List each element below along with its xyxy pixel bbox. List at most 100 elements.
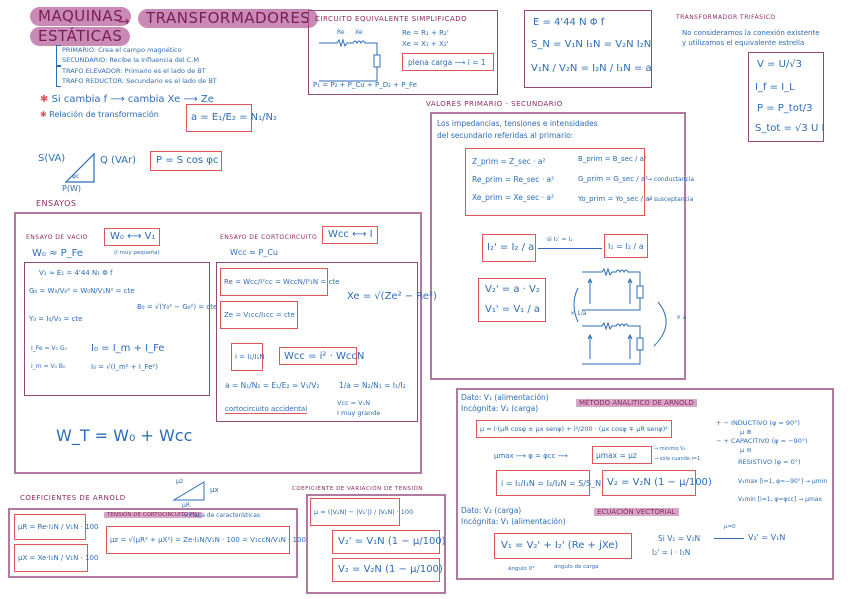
susceptancia-label: → susceptancia xyxy=(647,196,694,203)
total-power: W_T = W₀ + Wcc xyxy=(56,426,193,445)
variacion-panel: μ = (|V₂N| − |V₂'|) / |V₂N| · 100 V₂' = … xyxy=(306,494,446,594)
xe-formula: Xe = X₁ + X₂' xyxy=(402,40,449,48)
incognita1: Incógnita: V₂ (carga) xyxy=(461,404,539,413)
xe-formula: Xe = √(Ze² − Re²) xyxy=(347,291,437,302)
power-triangle-icon xyxy=(64,152,95,183)
minimo-label: → mínimo V₂ xyxy=(654,446,686,452)
ux-label: μx xyxy=(210,486,219,494)
incognita2: Incógnita: V₁ (alimentación) xyxy=(461,517,566,526)
referred-circuit-diagram-icon xyxy=(573,267,667,365)
umax-line: μmax ⟶ φ = φcc ⟶ xyxy=(494,452,568,460)
title-transformadores: TRANSFORMADORES xyxy=(138,9,319,28)
mu-formula: μ = i·(μR cosφ ± μx senφ) + i²/200 · (μx… xyxy=(480,425,668,433)
basic-equations-panel: E = 4'44 N Φ f S_N = V₁N I₁N = V₂N I₂N V… xyxy=(524,10,652,88)
w0-approx: W₀ ≈ P_Fe xyxy=(32,248,84,259)
trifasico-note: y utilizamos el equivalente estrella xyxy=(682,39,805,47)
ratio-formula: a = E₁/E₂ = N₁/N₂ xyxy=(191,112,277,123)
arnold-panel: μR = Re·I₁N / V₁N · 100 μX = Xe·I₁N / V₁… xyxy=(8,508,306,578)
si-label: si I₂' = I₁ xyxy=(547,236,573,243)
i-ratio-formula: i = I₁/I₁N = I₂/I₂N = S/S_N xyxy=(501,479,602,488)
arrow-line xyxy=(538,248,602,249)
bracket xyxy=(56,45,61,66)
bracket xyxy=(56,66,61,87)
trifasico-panel: V = U/√3 I_f = I_L P = P_tot/3 S_tot = √… xyxy=(748,52,824,142)
si-line: Si V₁ = V₁N xyxy=(658,534,701,543)
p-label: P(W) xyxy=(62,184,81,193)
uz-label: μz xyxy=(176,478,183,485)
v2-formula-box: V₂ = V₂N (1 − μ/100) xyxy=(602,470,712,496)
power-sum: P₁ = P₂ + P_Cu + P_D₂ + P_Fe xyxy=(313,81,417,89)
xa-label: × a xyxy=(676,314,687,321)
solo-label: → sólo cuando i=1 xyxy=(654,456,701,462)
power-formula: P = S cos φc xyxy=(156,155,219,166)
valores-panel: Los impedancias, tensiones e intensidade… xyxy=(430,112,694,380)
conductancia-label: → conductancia xyxy=(647,176,695,183)
intro-line: TRAFO REDUCTOR: Secundario es el lado de… xyxy=(62,77,217,85)
bprim: B_prim = B_sec / a² xyxy=(578,155,647,163)
ratio-formula: V₁N / V₂N = I₂N / I₁N = a xyxy=(531,63,652,74)
v2p-formula: V₂' = a · V₂ xyxy=(485,284,540,295)
vacio-title: ENSAYO DE VACIO xyxy=(26,234,89,241)
title-maquinas: MAQUINAS xyxy=(30,7,132,26)
valores-desc: del secundario referidas al primario: xyxy=(437,131,574,140)
ensayos-panel: ENSAYO DE VACIO W₀ ⟷ V₁ W₀ ≈ P_Fe (I muy… xyxy=(14,212,437,474)
ur-label: μR xyxy=(182,502,190,509)
wcc-approx: Wcc ≈ P_Cu xyxy=(230,248,278,257)
trifasico-heading: TRANSFORMADOR TRIFÁSICO xyxy=(676,14,776,21)
capacitivo-label: − + CAPACITIVO (φ = −90°) xyxy=(716,437,808,445)
re-formula: Re = Wcc/I²cc = WccN/I²₁N = cte xyxy=(224,278,340,286)
ze-box: Ze = V₁cc/I₁cc = cte xyxy=(220,301,298,329)
sn-formula: S_N = V₁N I₁N = V₂N I₂N xyxy=(531,39,652,50)
uz-box: μz = √(μR² + μX²) = Ze·I₁N/V₁N · 100 = V… xyxy=(106,526,306,554)
trifasico-formula: I_f = I_L xyxy=(755,82,795,93)
vacio-note: (I muy pequeña) xyxy=(114,250,160,256)
ratio-formula-box: a = E₁/E₂ = N₁/N₂ xyxy=(186,104,277,132)
wcc-formula: Wcc = i² · WccN xyxy=(284,351,365,362)
cortocircuito-relation: Wcc ⟷ I xyxy=(328,229,373,240)
v1p-formula: V₁' = V₁ / a xyxy=(485,304,541,315)
metodo-title: MÉTODO ANALITICO DE ARNOLD xyxy=(576,399,697,407)
i2p-formula: I₂' = I₂ / a xyxy=(487,242,535,253)
circuito-heading: CIRCUITO EQUIVALENTE SIMPLIFICADO xyxy=(315,15,468,23)
i2p-box: I₂' = I₂ / a xyxy=(482,234,536,262)
s-label: S(VA) xyxy=(38,153,66,164)
variacion-heading: COEFICIENTE DE VARIACIÓN DE TENSIÓN xyxy=(292,486,423,492)
v2min-label: V₂min [i=1, φ=φcc] → μmax xyxy=(738,496,823,503)
v2-formula: V₂ = V₂N (1 − μ/100) xyxy=(338,564,443,575)
reprim: Re_prim = Re_sec · a² xyxy=(472,175,555,184)
trifasico-formula: S_tot = √3 U I xyxy=(755,123,825,134)
inductivo-sign: μ ⊕ xyxy=(740,428,752,436)
q-label: Q (VAr) xyxy=(100,155,137,166)
metodo-panel: Dato: V₁ (alimentación) Incógnita: V₂ (c… xyxy=(456,388,834,580)
xeprim: Xe_prim = Xe_sec · a² xyxy=(472,193,555,202)
cortocircuito-box: Wcc ⟷ I xyxy=(322,226,378,244)
v2max-label: V₂max [i=1, φ=−90°] → μmin xyxy=(738,478,828,485)
ux-box: μX = Xe·I₁N / V₁N · 100 xyxy=(14,544,98,572)
i-ratio-box: i = I₁/I₁N = I₂/I₂N = S/S_N xyxy=(496,470,601,496)
mu0-label: μ=0 xyxy=(724,524,736,530)
xe-label: Xe xyxy=(355,29,363,36)
vacio-line: I_m = V₀ B₀ xyxy=(31,363,66,370)
capacitivo-sign: μ ⊖ xyxy=(740,446,752,454)
ur-formula: μR = Re·I₁N / V₁N · 100 xyxy=(18,523,99,531)
vacio-line: I₀ = √(I_m² + I_Fe²) xyxy=(91,363,158,371)
re-formula: Re = R₁ + R₂' xyxy=(402,29,449,37)
circuit-diagram-icon xyxy=(319,38,381,82)
accidental-i: I muy grande xyxy=(337,409,381,417)
tension-cc-label: TENSIÓN DE CORTOCIRCUITO (%) xyxy=(104,512,203,518)
a-ratio: a = N₁/N₂ = E₁/E₂ ≈ V₁/V₂ xyxy=(225,381,320,390)
plena-carga: plena carga ⟶ i = 1 xyxy=(408,58,486,67)
inv-ratio: 1/a = N₂/N₁ = I₁/I₂ xyxy=(339,381,406,390)
vacio-line: G₀ = W₀/V₀² = W₀N/V₁N² = cte xyxy=(29,287,135,295)
angulo-carga-label: ángulo de carga xyxy=(554,564,599,570)
result: V₂' = V₁N xyxy=(748,533,786,542)
intro-line: TRAFO ELEVADOR: Primario es el lado de B… xyxy=(62,67,206,75)
v2p-formula: V₂' = V₁N (1 − μ/100) xyxy=(338,536,446,547)
bullet-ratio: ✱ Relación de transformación xyxy=(40,110,159,119)
cortocircuito-formulas-panel: Re = Wcc/I²cc = WccN/I²₁N = cte Ze = V₁c… xyxy=(216,262,437,422)
accidental-v: Vcc = V₁N xyxy=(337,399,371,407)
arnold-heading: COEFICIENTES DE ARNOLD xyxy=(20,494,126,502)
valores-heading: VALORES PRIMARIO - SECUNDARIO xyxy=(426,100,563,108)
vacio-line: V₁ ≈ E₁ = 4'44 N₁ Φ f xyxy=(39,269,113,277)
title-arrow: → xyxy=(118,14,130,30)
